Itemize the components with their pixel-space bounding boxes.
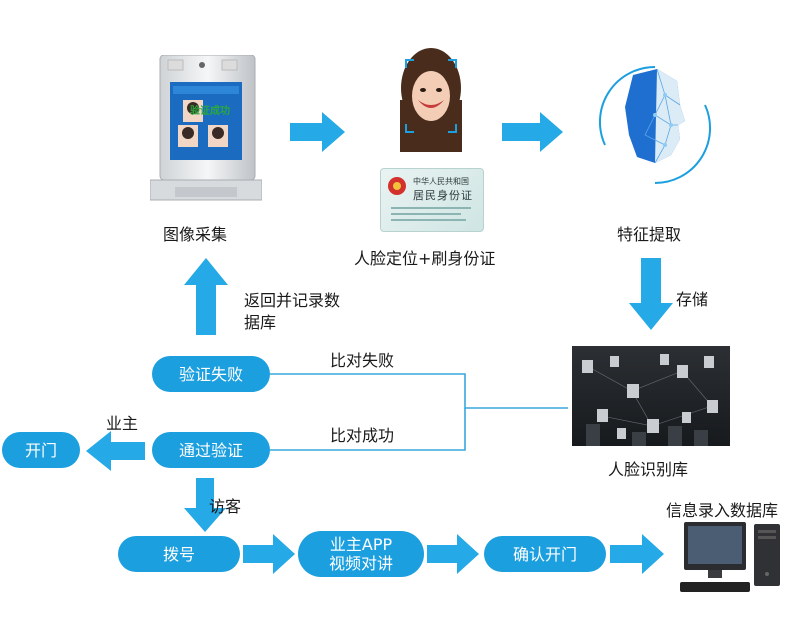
arrow-extract-to-library	[629, 258, 673, 330]
id-card-icon: 中华人民共和国 居民身份证	[380, 168, 484, 232]
verify-fail-button[interactable]: 验证失败	[152, 356, 270, 392]
edge-return-label-2: 据库	[244, 313, 277, 332]
arrow-confirm-to-db	[610, 534, 664, 574]
line-compare-success	[270, 408, 466, 451]
edge-compare-fail-label: 比对失败	[330, 351, 395, 370]
step-capture-label: 图像采集	[163, 225, 228, 244]
edge-return-label-1: 返回并记录数	[244, 291, 341, 310]
arrow-app-to-confirm	[427, 534, 479, 574]
arrow-dial-to-app	[243, 534, 295, 574]
app-video-call-line1: 业主APP	[329, 535, 393, 554]
open-door-button[interactable]: 开门	[2, 432, 80, 468]
step-library-label: 人脸识别库	[608, 460, 689, 479]
edge-visitor-label: 访客	[209, 497, 242, 516]
app-video-call-line2: 视频对讲	[328, 554, 393, 573]
database-label: 信息录入数据库	[666, 501, 779, 520]
edge-compare-success-label: 比对成功	[330, 426, 395, 445]
face-grid-icon	[572, 346, 730, 446]
id-card-line2: 居民身份证	[413, 189, 473, 202]
step-extract-label: 特征提取	[617, 225, 682, 244]
arrow-locate-to-extract	[502, 112, 563, 152]
computer-icon	[678, 520, 786, 600]
step-locate-label: 人脸定位+刷身份证	[354, 249, 496, 268]
app-video-call-button[interactable]: 业主APP 视频对讲	[298, 531, 424, 577]
line-compare-fail	[270, 373, 568, 409]
face-mesh-icon	[585, 55, 725, 195]
edge-store-label: 存储	[676, 290, 709, 309]
face-scan-icon	[392, 40, 470, 152]
edge-owner-label: 业主	[106, 414, 139, 433]
id-card-line1: 中华人民共和国	[413, 177, 469, 186]
arrow-pass-to-open	[86, 431, 145, 471]
verify-pass-button[interactable]: 通过验证	[152, 432, 270, 468]
arrow-pass-to-dial	[184, 478, 226, 532]
device-status-text: 验证成功	[190, 106, 230, 117]
confirm-open-button[interactable]: 确认开门	[484, 536, 606, 572]
dial-button[interactable]: 拨号	[118, 536, 240, 572]
arrow-capture-to-locate	[290, 112, 345, 152]
face-terminal-icon: 验证成功	[150, 55, 262, 205]
arrow-fail-to-capture	[184, 258, 228, 335]
